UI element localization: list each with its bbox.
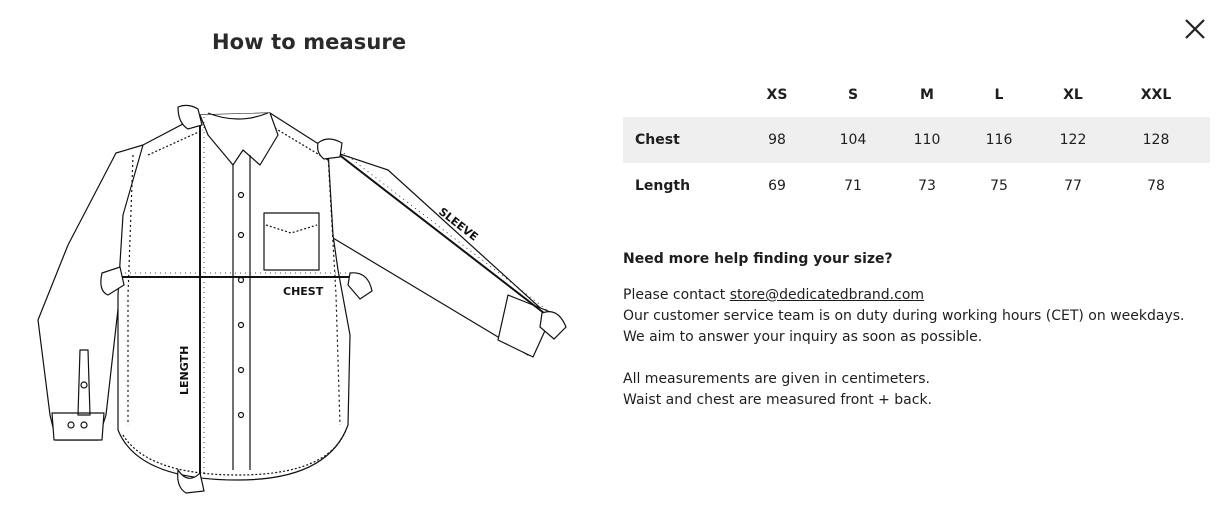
- table-cell: 71: [844, 178, 862, 194]
- contact-prefix: Please contact: [623, 287, 730, 303]
- length-label: LENGTH: [178, 346, 191, 395]
- table-cell: 75: [990, 178, 1008, 194]
- row-label: Length: [635, 178, 691, 194]
- help-question: Need more help finding your size?: [623, 251, 893, 267]
- contact-line: Please contact store@dedicatedbrand.com: [623, 285, 1208, 306]
- table-cell: 110: [913, 132, 941, 148]
- row-label: Chest: [635, 132, 680, 148]
- table-cell: 98: [768, 132, 786, 148]
- units-note: All measurements are given in centimeter…: [623, 371, 930, 387]
- table-row-length: Length 69 71 73 75 77 78: [623, 163, 1210, 209]
- shirt-measure-illustration: CHEST LENGTH SLEEVE: [28, 95, 588, 495]
- size-header: XS: [766, 87, 788, 103]
- help-section: Need more help finding your size? Please…: [623, 249, 1208, 411]
- close-icon: [1185, 19, 1205, 39]
- table-row-chest: Chest 98 104 110 116 122 128: [623, 117, 1210, 163]
- table-cell: 73: [918, 178, 936, 194]
- table-cell: 116: [985, 132, 1013, 148]
- method-note: Waist and chest are measured front + bac…: [623, 392, 932, 408]
- size-header-row: XS S M L XL XXL: [623, 73, 1210, 117]
- size-header: M: [920, 87, 934, 103]
- page-title: How to measure: [212, 30, 407, 54]
- chest-label: CHEST: [283, 285, 324, 298]
- table-cell: 78: [1147, 178, 1165, 194]
- contact-email-link[interactable]: store@dedicatedbrand.com: [729, 287, 925, 303]
- table-cell: 69: [768, 178, 786, 194]
- size-header: XL: [1063, 87, 1083, 103]
- size-table: XS S M L XL XXL Chest 98 104 110 116 122…: [623, 73, 1210, 209]
- size-header: S: [847, 87, 859, 103]
- table-cell: 122: [1059, 132, 1087, 148]
- table-cell: 104: [839, 132, 867, 148]
- size-header: L: [994, 87, 1004, 103]
- service-text: Our customer service team is on duty dur…: [623, 308, 1185, 345]
- close-button[interactable]: [1183, 17, 1207, 41]
- table-cell: 128: [1142, 132, 1170, 148]
- size-header: XXL: [1140, 87, 1172, 103]
- table-cell: 77: [1064, 178, 1082, 194]
- shirt-diagram: CHEST LENGTH SLEEVE: [37, 104, 567, 494]
